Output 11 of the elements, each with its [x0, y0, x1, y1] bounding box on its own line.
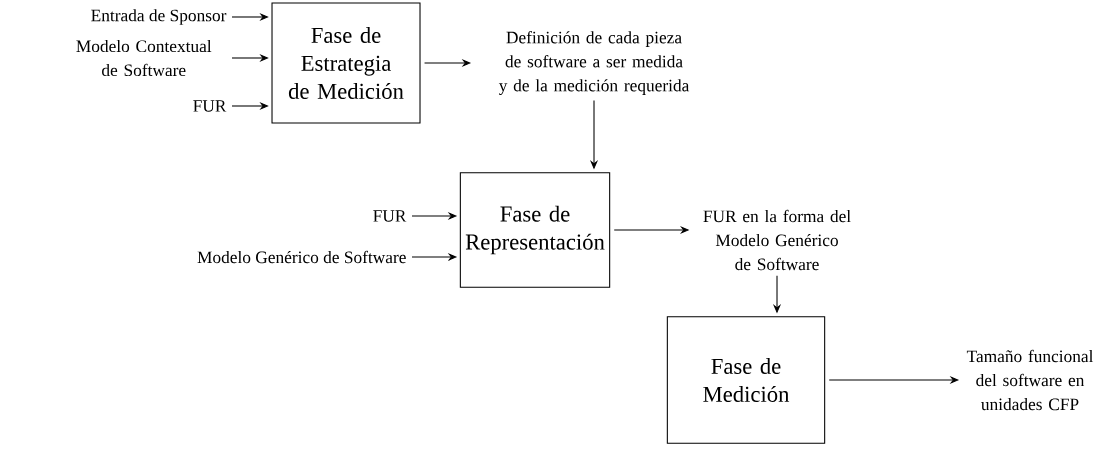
process-box: Fase de Estrategia de Medición — [271, 2, 421, 124]
process-box: Fase de Medición — [666, 316, 826, 444]
output-label: FUR en la forma del Modelo Genérico de Software — [703, 209, 851, 271]
output-label: Definición de cada pieza de software a ser medida y de la medición requerida — [498, 31, 690, 95]
input-label: Entrada de Sponsor — [91, 9, 227, 25]
input-label: FUR — [373, 210, 407, 222]
input-label: Modelo Genérico de Software — [197, 250, 406, 264]
process-box: Fase de Representación — [459, 172, 611, 288]
input-label: FUR — [193, 100, 227, 112]
input-label: Modelo Contextual de Software — [76, 39, 212, 77]
output-label: Tamaño funcional del software en unidades CFP — [966, 349, 1094, 411]
